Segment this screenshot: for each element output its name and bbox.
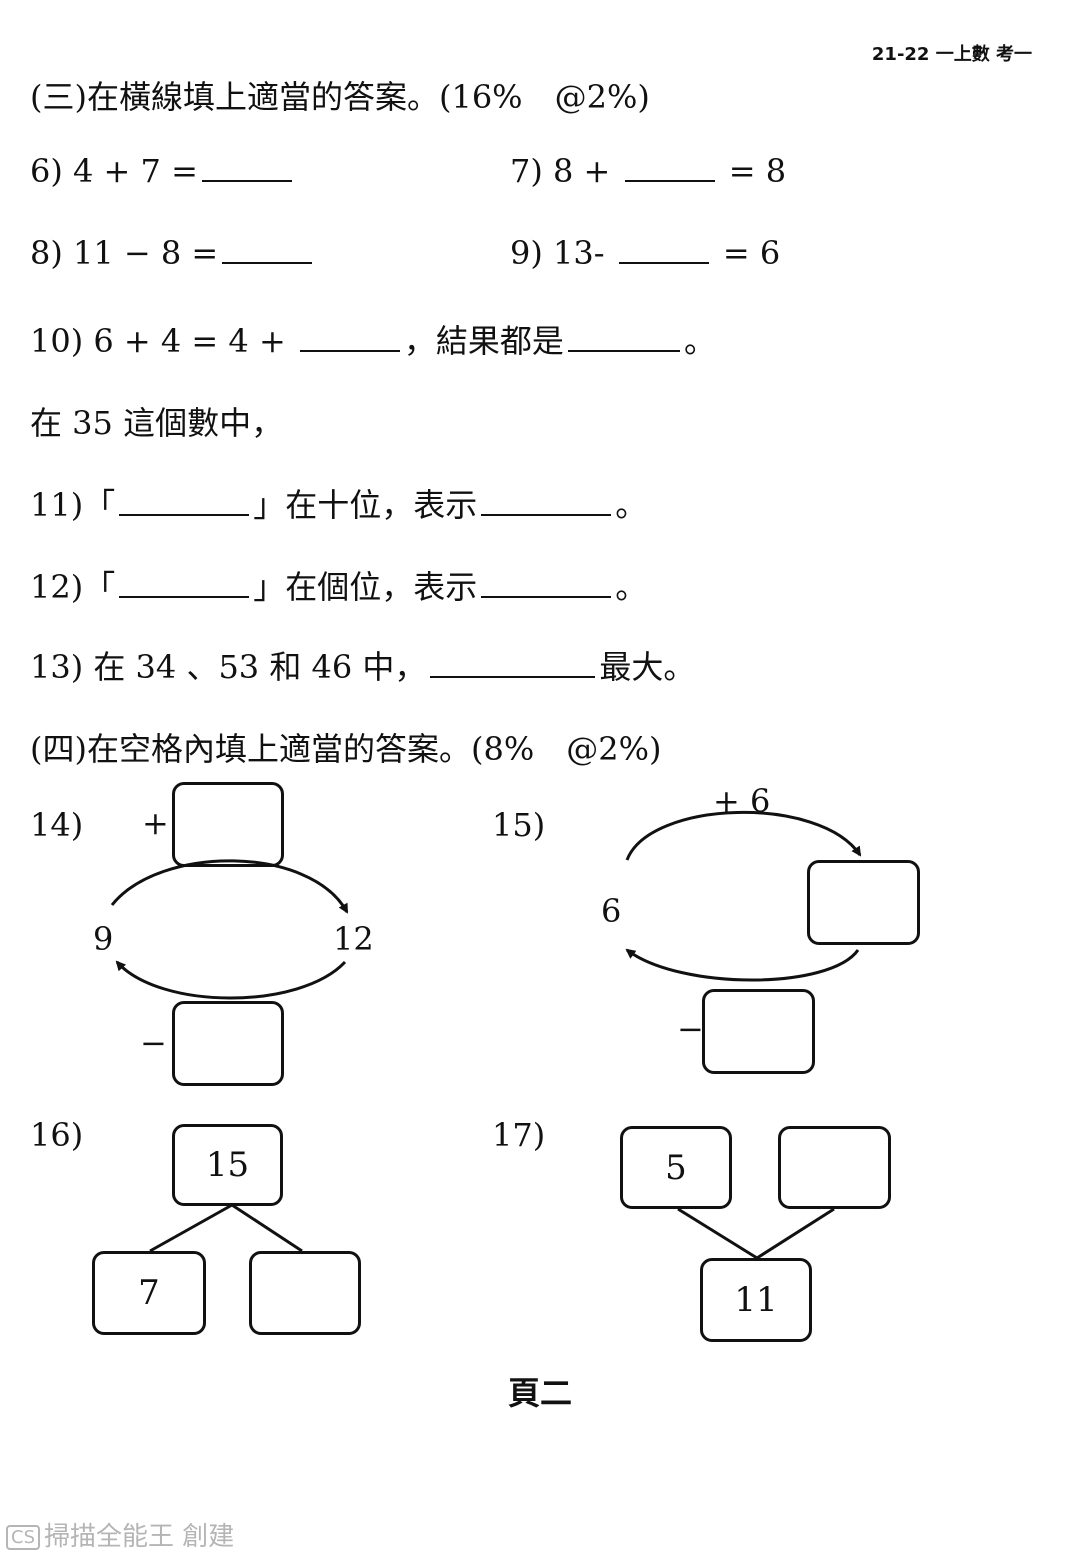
- answer-blank[interactable]: [299, 322, 400, 352]
- q14-backward-arrow: [115, 960, 347, 1000]
- q15-backward-arrow: [625, 948, 860, 982]
- q17-part-right-answer-box[interactable]: [778, 1126, 891, 1209]
- q16-connector-left: [149, 1203, 233, 1253]
- question-number: 7): [510, 152, 543, 190]
- question-expression: 4 + 7 =: [73, 152, 198, 190]
- q14-add-answer-box[interactable]: [172, 782, 284, 867]
- question-14-number: 14): [30, 806, 84, 844]
- q14-right-value: 12: [333, 920, 374, 958]
- question-expression-left: 8 +: [553, 152, 611, 190]
- question-10: 10) 6 + 4 = 4 + ，結果都是 。: [30, 316, 716, 362]
- question-8: 8) 11 − 8 =: [30, 234, 316, 272]
- q17-whole-box: 11: [700, 1258, 812, 1342]
- question-expression-right: = 8: [728, 152, 787, 190]
- question-number: 12): [30, 568, 84, 606]
- question-expression: 11 − 8 =: [73, 234, 219, 272]
- question-17-number: 17): [492, 1116, 546, 1154]
- question-expression-right: = 6: [722, 234, 781, 272]
- question-number: 8): [30, 234, 63, 272]
- question-13: 13) 在 34 、53 和 46 中， 最大。: [30, 642, 695, 688]
- q16-connector-right: [231, 1203, 303, 1253]
- minus-sign: −: [677, 1010, 704, 1048]
- question-expression-left: 13-: [553, 234, 605, 272]
- q16-part-left-box: 7: [92, 1251, 206, 1335]
- question-text: 」在十位，表示: [253, 486, 478, 524]
- question-number: 6): [30, 152, 63, 190]
- section-3-title: (三)在橫線填上適當的答案。(16% @2%): [30, 78, 650, 116]
- q15-plus-label: + 6: [713, 782, 771, 820]
- answer-blank[interactable]: [119, 486, 250, 516]
- page-number: 頁二: [507, 1374, 572, 1412]
- section-3-intro: 在 35 這個數中，: [30, 404, 284, 442]
- scanner-logo-icon: CS: [6, 1525, 40, 1550]
- question-16-number: 16): [30, 1116, 84, 1154]
- answer-blank[interactable]: [624, 152, 715, 182]
- open-bracket: 「: [83, 568, 116, 606]
- open-bracket: 「: [83, 486, 116, 524]
- question-11: 11)「 」在十位，表示 。: [30, 480, 647, 526]
- answer-blank[interactable]: [481, 568, 612, 598]
- question-number: 11): [30, 486, 84, 524]
- question-text-end: 。: [615, 568, 648, 606]
- q17-part-left-box: 5: [620, 1126, 732, 1209]
- question-number: 10): [30, 322, 84, 360]
- question-text-end: 。: [615, 486, 648, 524]
- answer-blank[interactable]: [222, 234, 313, 264]
- q17-connector-right: [756, 1207, 835, 1260]
- question-text: 在 34 、53 和 46 中，: [93, 648, 427, 686]
- question-number: 9): [510, 234, 543, 272]
- watermark-text: 掃描全能王 創建: [44, 1522, 235, 1552]
- minus-sign: −: [140, 1024, 167, 1062]
- q16-whole-box: 15: [172, 1124, 283, 1206]
- question-text: 」在個位，表示: [253, 568, 478, 606]
- q15-left-value: 6: [601, 892, 622, 930]
- question-15-number: 15): [492, 806, 546, 844]
- q14-forward-arrow: [110, 859, 349, 914]
- q15-result-answer-box[interactable]: [807, 860, 920, 945]
- q14-left-value: 9: [93, 920, 114, 958]
- question-text-mid: ，結果都是: [403, 322, 564, 360]
- question-7: 7) 8 + = 8: [510, 152, 786, 190]
- answer-blank[interactable]: [201, 152, 292, 182]
- q14-subtract-answer-box[interactable]: [172, 1001, 284, 1086]
- answer-blank[interactable]: [481, 486, 612, 516]
- question-text-end: 最大。: [599, 648, 696, 686]
- question-6: 6) 4 + 7 =: [30, 152, 296, 190]
- section-4-title: (四)在空格內填上適當的答案。(8% @2%): [30, 730, 662, 768]
- question-text-end: 。: [683, 322, 716, 360]
- q17-connector-left: [677, 1207, 758, 1260]
- q16-part-right-answer-box[interactable]: [249, 1251, 361, 1335]
- q15-subtract-answer-box[interactable]: [702, 989, 815, 1074]
- answer-blank[interactable]: [430, 648, 596, 678]
- answer-blank[interactable]: [618, 234, 709, 264]
- q15-forward-arrow: [625, 811, 862, 861]
- answer-blank[interactable]: [567, 322, 680, 352]
- question-number: 13): [30, 648, 84, 686]
- question-9: 9) 13- = 6: [510, 234, 780, 272]
- plus-sign: +: [142, 804, 169, 842]
- answer-blank[interactable]: [119, 568, 250, 598]
- question-12: 12)「 」在個位，表示 。: [30, 562, 647, 608]
- question-expression-left: 6 + 4 = 4 +: [93, 322, 286, 360]
- header-tag: 21-22 一上數 考一: [871, 44, 1032, 65]
